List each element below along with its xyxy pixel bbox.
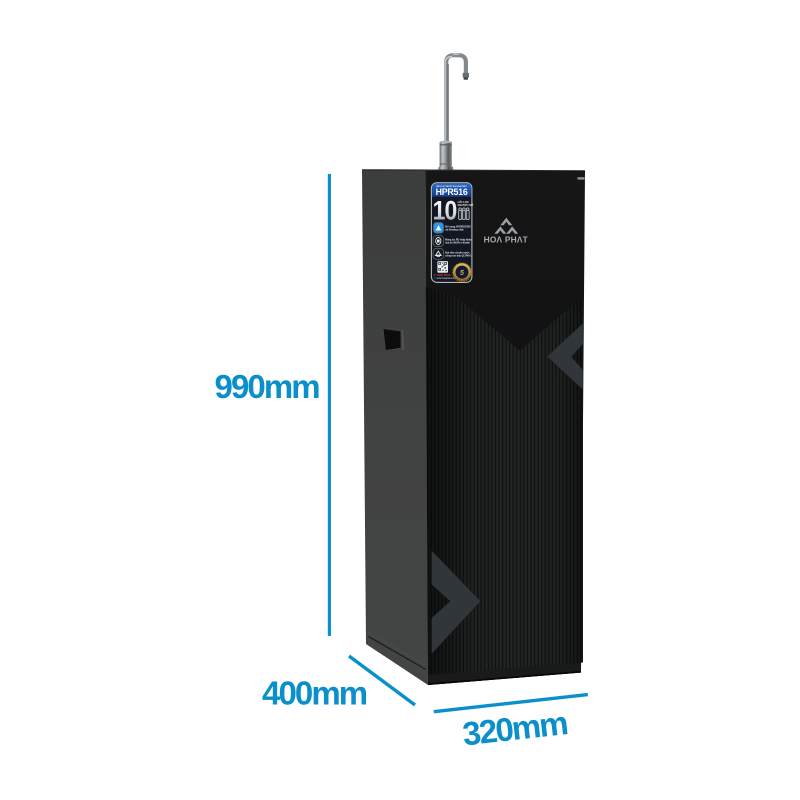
svg-text:400mm: 400mm (262, 675, 367, 712)
svg-text:Màng lọc RO nhập khẩu: Màng lọc RO nhập khẩu (445, 238, 472, 241)
svg-text:uống trực tiếp QCVN6-1: uống trực tiếp QCVN6-1 (445, 255, 472, 258)
svg-text:320mm: 320mm (461, 704, 569, 752)
svg-text:MÁY LỌC NƯỚC RO HÒA PHÁT: MÁY LỌC NƯỚC RO HÒA PHÁT (436, 185, 467, 188)
svg-text:và khoáng chất: và khoáng chất (445, 229, 463, 232)
svg-text:HOΛ PHΛT: HOΛ PHΛT (484, 234, 529, 244)
svg-text:5: 5 (460, 270, 464, 277)
svg-text:NGƯỢC MỸ: NGƯỢC MỸ (458, 202, 474, 207)
svg-text:1900 6518: 1900 6518 (437, 273, 451, 277)
svg-text:Đạt tiêu chuẩn nước: Đạt tiêu chuẩn nước (445, 251, 470, 254)
svg-text:Bổ sung HYDROGEN: Bổ sung HYDROGEN (445, 225, 470, 228)
svg-text:990mm: 990mm (215, 368, 320, 405)
svg-text:LÕI LỌC: LÕI LỌC (458, 199, 469, 204)
svg-text:www.hoaphat.com.vn: www.hoaphat.com.vn (437, 277, 460, 280)
svg-text:10: 10 (433, 196, 457, 226)
svg-text:loại bỏ 99,9% vi khuẩn: loại bỏ 99,9% vi khuẩn (445, 242, 470, 245)
svg-text:HPR516: HPR516 (436, 187, 468, 197)
